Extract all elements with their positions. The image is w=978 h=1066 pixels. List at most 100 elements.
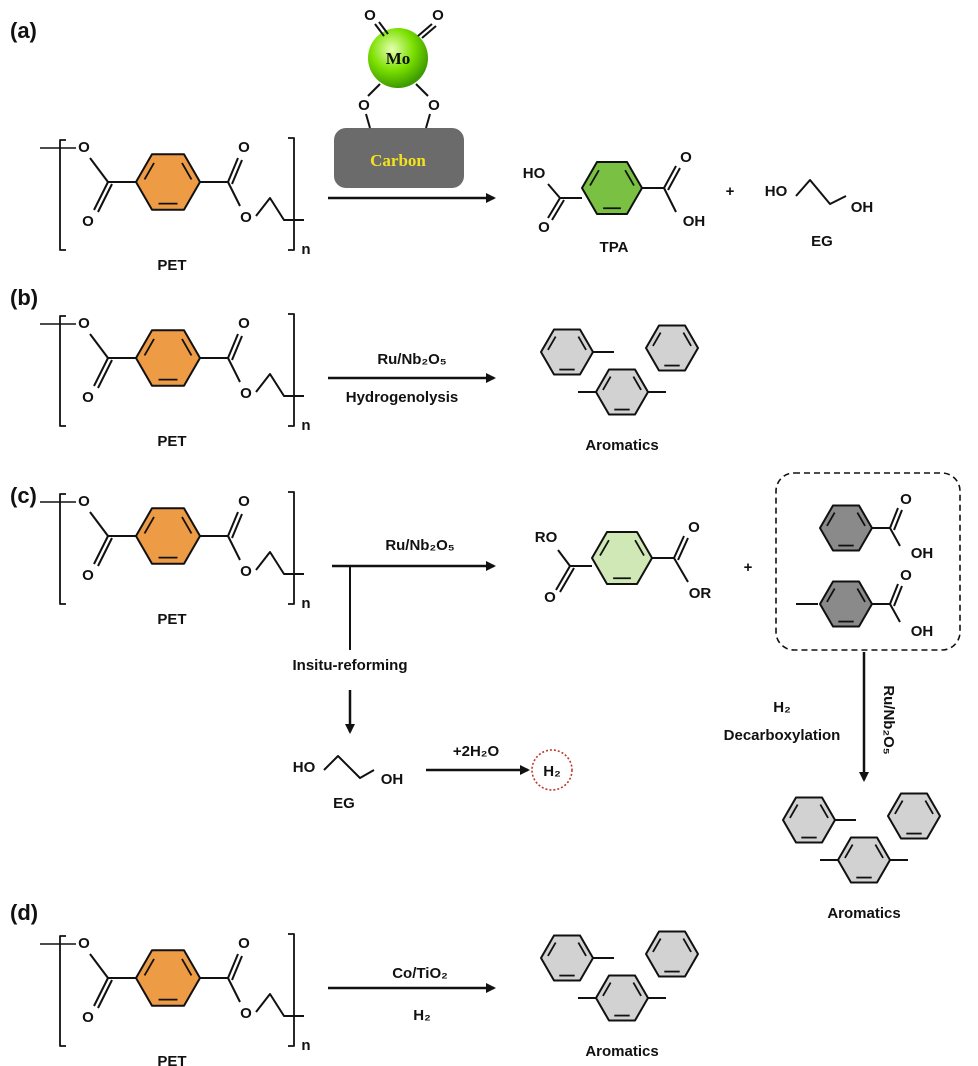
- oxygen-atom: O: [544, 589, 556, 606]
- benzene-ring-icon: [645, 324, 699, 372]
- hydroxyl-label: OH: [851, 199, 874, 216]
- polymer-bracket-icon: [288, 313, 295, 427]
- oxygen-atom: O: [82, 389, 94, 406]
- oxygen-atom: O: [78, 139, 90, 156]
- product-label: EG: [333, 795, 355, 812]
- polymer-label: PET: [157, 433, 186, 450]
- h2-highlight-circle: [531, 749, 573, 791]
- toluene-ring-icon: [540, 328, 594, 376]
- panel-label: (b): [10, 285, 38, 310]
- aromatics-product: Aromatics: [540, 930, 699, 1060]
- repeat-subscript: n: [301, 1037, 310, 1054]
- benzene-ring-icon: [135, 153, 201, 211]
- panel-label: (a): [10, 18, 37, 43]
- benzene-ring-icon: [591, 531, 653, 585]
- repeat-subscript: n: [301, 241, 310, 258]
- toluene-ring-icon: [540, 934, 594, 982]
- oxygen-atom: O: [82, 1009, 94, 1026]
- oxygen-atom: O: [240, 1005, 252, 1022]
- hydroxyl-label: HO: [523, 165, 546, 182]
- hydroxyl-label: HO: [765, 183, 788, 200]
- xylene-ring-icon: [595, 368, 649, 416]
- or-label: OR: [689, 585, 712, 602]
- benzoic-ring-icon: [819, 504, 873, 552]
- product-label: TPA: [600, 239, 629, 256]
- panel-label: (d): [10, 900, 38, 925]
- oxygen-atom: O: [240, 209, 252, 226]
- benzene-ring-icon: [135, 507, 201, 565]
- panel-c: (c)Ru/Nb₂O₅Insitu-reformingROOOOR+OOHOOH…: [10, 472, 961, 812]
- oxygen-atom: O: [78, 935, 90, 952]
- ro-label: RO: [535, 529, 558, 546]
- condition-label: H₂: [413, 1007, 431, 1024]
- catalyst-label: Ru/Nb₂O₅: [385, 537, 454, 554]
- oxygen-atom: O: [238, 139, 250, 156]
- condition-label: Hydrogenolysis: [346, 389, 459, 406]
- oxygen-atom: O: [688, 519, 700, 536]
- branch-label: Insitu-reforming: [293, 657, 408, 674]
- polymer-bracket-icon: [40, 935, 76, 1047]
- oxygen-atom: O: [82, 567, 94, 584]
- benzene-ring-icon: [887, 792, 941, 840]
- oxygen-atom: O: [238, 935, 250, 952]
- catalyst-label: Co/TiO₂: [392, 965, 448, 982]
- catalyst-label: Ru/Nb₂O₅: [377, 351, 446, 368]
- oxygen-atom: O: [900, 567, 912, 584]
- oxygen-atom: O: [432, 7, 444, 24]
- molybdenum-sphere-icon: [368, 28, 428, 88]
- oxygen-atom: O: [240, 563, 252, 580]
- hydroxyl-label: OH: [911, 623, 934, 640]
- polymer-bracket-icon: [40, 139, 76, 251]
- ester-product: RO O O OR: [535, 519, 712, 606]
- polymer-bracket-icon: [288, 933, 295, 1047]
- carbon-support: [334, 128, 464, 188]
- polymer-label: PET: [157, 257, 186, 274]
- oxygen-atom: O: [78, 493, 90, 510]
- hydroxyl-label: OH: [683, 213, 706, 230]
- hydroxyl-label: OH: [381, 771, 404, 788]
- benzene-ring-icon: [135, 329, 201, 387]
- carbon-label: Carbon: [370, 151, 426, 170]
- polymer-bracket-icon: [288, 137, 295, 251]
- oxygen-atom: O: [358, 97, 370, 114]
- pet-repeat-unit: n O O O O PET: [40, 137, 311, 274]
- product-label: Aromatics: [827, 905, 900, 922]
- oxygen-atom: O: [238, 315, 250, 332]
- oxygen-atom: O: [82, 213, 94, 230]
- condition-label: H₂: [773, 699, 791, 716]
- toluic-ring-icon: [819, 580, 873, 628]
- pet-repeat-unit: n O O O O PET: [40, 933, 311, 1066]
- oxygen-atom: O: [680, 149, 692, 166]
- xylene-ring-icon: [595, 974, 649, 1022]
- aromatics-product: Aromatics: [782, 792, 941, 922]
- toluene-ring-icon: [782, 796, 836, 844]
- polymer-label: PET: [157, 1053, 186, 1066]
- benzene-ring-icon: [645, 930, 699, 978]
- product-label: Aromatics: [585, 437, 658, 454]
- tpa-product: HO O O OH TPA: [523, 149, 706, 256]
- oxygen-atom: O: [240, 385, 252, 402]
- polymer-bracket-icon: [40, 493, 76, 605]
- oxygen-atom: O: [538, 219, 550, 236]
- mo-label: Mo: [386, 49, 411, 68]
- polymer-bracket-icon: [288, 491, 295, 605]
- polymer-bracket-icon: [40, 315, 76, 427]
- oxygen-atom: O: [78, 315, 90, 332]
- oxygen-atom: O: [238, 493, 250, 510]
- h2-product: H₂: [543, 763, 561, 780]
- oxygen-atom: O: [428, 97, 440, 114]
- polymer-label: PET: [157, 611, 186, 628]
- benzene-ring-icon: [135, 949, 201, 1007]
- repeat-subscript: n: [301, 417, 310, 434]
- plus-sign: +: [726, 183, 735, 200]
- panel-d: (d) Co/TiO₂ H₂: [10, 900, 496, 1024]
- aromatics-product: Aromatics: [540, 324, 699, 454]
- oxygen-atom: O: [900, 491, 912, 508]
- hydroxyl-label: HO: [293, 759, 316, 776]
